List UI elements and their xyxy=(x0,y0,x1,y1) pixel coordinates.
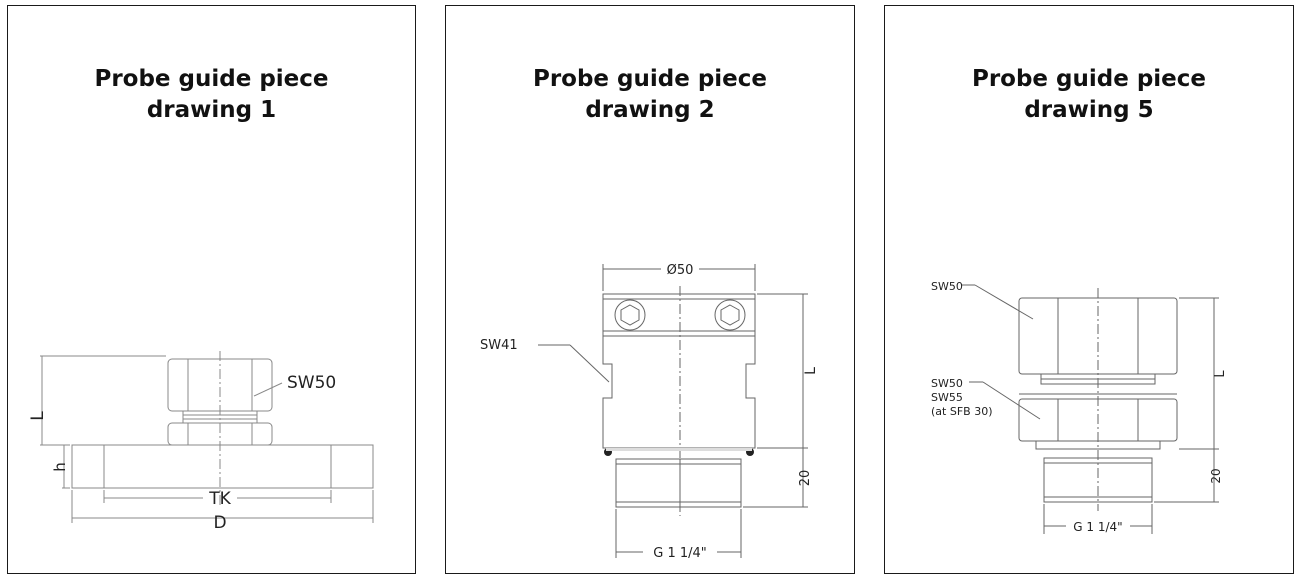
label-wrench-size: SW41 xyxy=(480,338,518,353)
label-wrench-top: SW50 xyxy=(931,280,963,293)
label-length: L xyxy=(803,367,819,375)
technical-drawing-3: SW50 SW50 SW55 (at SFB 30) L 20 G 1 1/4" xyxy=(931,280,1228,534)
title-line-2: drawing 5 xyxy=(1024,97,1154,123)
technical-drawing-2: Ø50 SW41 L 20 G 1 1/4" xyxy=(480,263,819,561)
panel-title: Probe guide piece drawing 2 xyxy=(446,64,854,126)
label-thread: G 1 1/4" xyxy=(1073,520,1122,534)
drawing-panel-1: Probe guide piece drawing 1 xyxy=(7,5,416,574)
label-thread-length: 20 xyxy=(1209,468,1223,483)
title-line-1: Probe guide piece xyxy=(94,66,329,92)
panel-title: Probe guide piece drawing 5 xyxy=(885,64,1293,126)
title-line-1: Probe guide piece xyxy=(532,66,768,92)
title-line-2: drawing 1 xyxy=(146,97,277,123)
panel-title: Probe guide piece drawing 1 xyxy=(8,64,415,126)
label-wrench-mid-2: SW55 xyxy=(931,391,963,404)
technical-drawing-1: L h SW50 TK D xyxy=(28,351,374,533)
label-thread: G 1 1/4" xyxy=(653,546,707,561)
drawing-panel-2: Probe guide piece drawing 2 xyxy=(445,5,855,574)
label-length: L xyxy=(28,411,48,421)
label-wrench-mid-1: SW50 xyxy=(931,377,963,390)
label-bolt-circle: TK xyxy=(208,489,231,509)
label-thread-length: 20 xyxy=(798,470,813,487)
label-wrench-size: SW50 xyxy=(287,373,336,393)
label-diameter: Ø50 xyxy=(667,263,694,278)
title-line-1: Probe guide piece xyxy=(971,66,1207,92)
label-diameter: D xyxy=(213,513,226,533)
drawing-panel-3: Probe guide piece drawing 5 xyxy=(884,5,1294,574)
label-wrench-mid-3: (at SFB 30) xyxy=(931,405,992,418)
label-length: L xyxy=(1213,370,1228,378)
title-line-2: drawing 2 xyxy=(585,97,715,123)
label-height: h xyxy=(51,462,69,472)
